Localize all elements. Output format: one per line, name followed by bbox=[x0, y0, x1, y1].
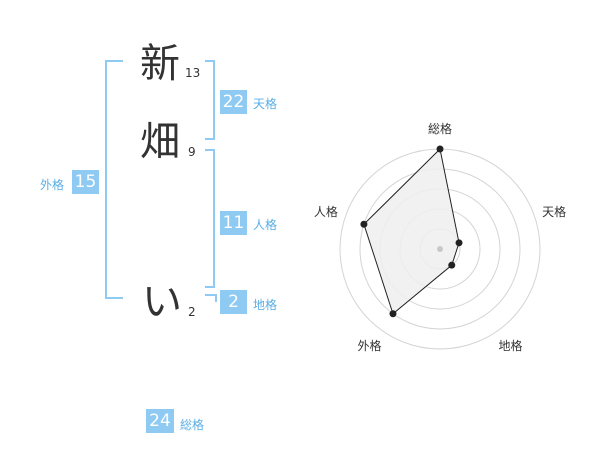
radar-axis-label: 総格 bbox=[428, 121, 452, 136]
gaikaku-label: 外格 bbox=[40, 178, 65, 192]
radar-point-1 bbox=[436, 145, 444, 153]
radar-point-4 bbox=[389, 310, 397, 318]
radar-axis-label: 外格 bbox=[357, 338, 381, 353]
chikaku-bracket bbox=[205, 294, 217, 302]
radar-axis-label: 人格 bbox=[314, 204, 338, 219]
jinkaku-bracket bbox=[205, 149, 215, 288]
name-char-3: い bbox=[142, 279, 182, 325]
name-char-1: 新 bbox=[140, 41, 180, 87]
radar-center bbox=[437, 246, 443, 252]
soukaku-label: 総格 bbox=[180, 418, 205, 432]
name-char-2: 畑 bbox=[140, 119, 180, 165]
radar-point-3 bbox=[448, 261, 456, 269]
radar-point-2 bbox=[455, 239, 463, 247]
jinkaku-value: 11 bbox=[220, 211, 247, 235]
radar-area bbox=[363, 147, 460, 315]
gaikaku-value: 15 bbox=[72, 170, 99, 194]
chikaku-label: 地格 bbox=[253, 298, 278, 312]
chikaku-value: 2 bbox=[220, 290, 247, 314]
gaikaku-bracket bbox=[105, 60, 123, 299]
stroke-count-1: 13 bbox=[185, 66, 201, 80]
stroke-count-3: 2 bbox=[188, 305, 196, 319]
radar-axis-label: 地格 bbox=[499, 338, 523, 353]
radar-axis-label: 天格 bbox=[542, 204, 566, 219]
tenkaku-value: 22 bbox=[220, 90, 247, 114]
tenkaku-bracket bbox=[205, 60, 215, 140]
soukaku-value: 24 bbox=[146, 409, 174, 433]
jinkaku-label: 人格 bbox=[253, 218, 278, 232]
stroke-count-2: 9 bbox=[188, 145, 196, 159]
tenkaku-label: 天格 bbox=[253, 97, 278, 111]
radar-point-5 bbox=[360, 220, 368, 228]
